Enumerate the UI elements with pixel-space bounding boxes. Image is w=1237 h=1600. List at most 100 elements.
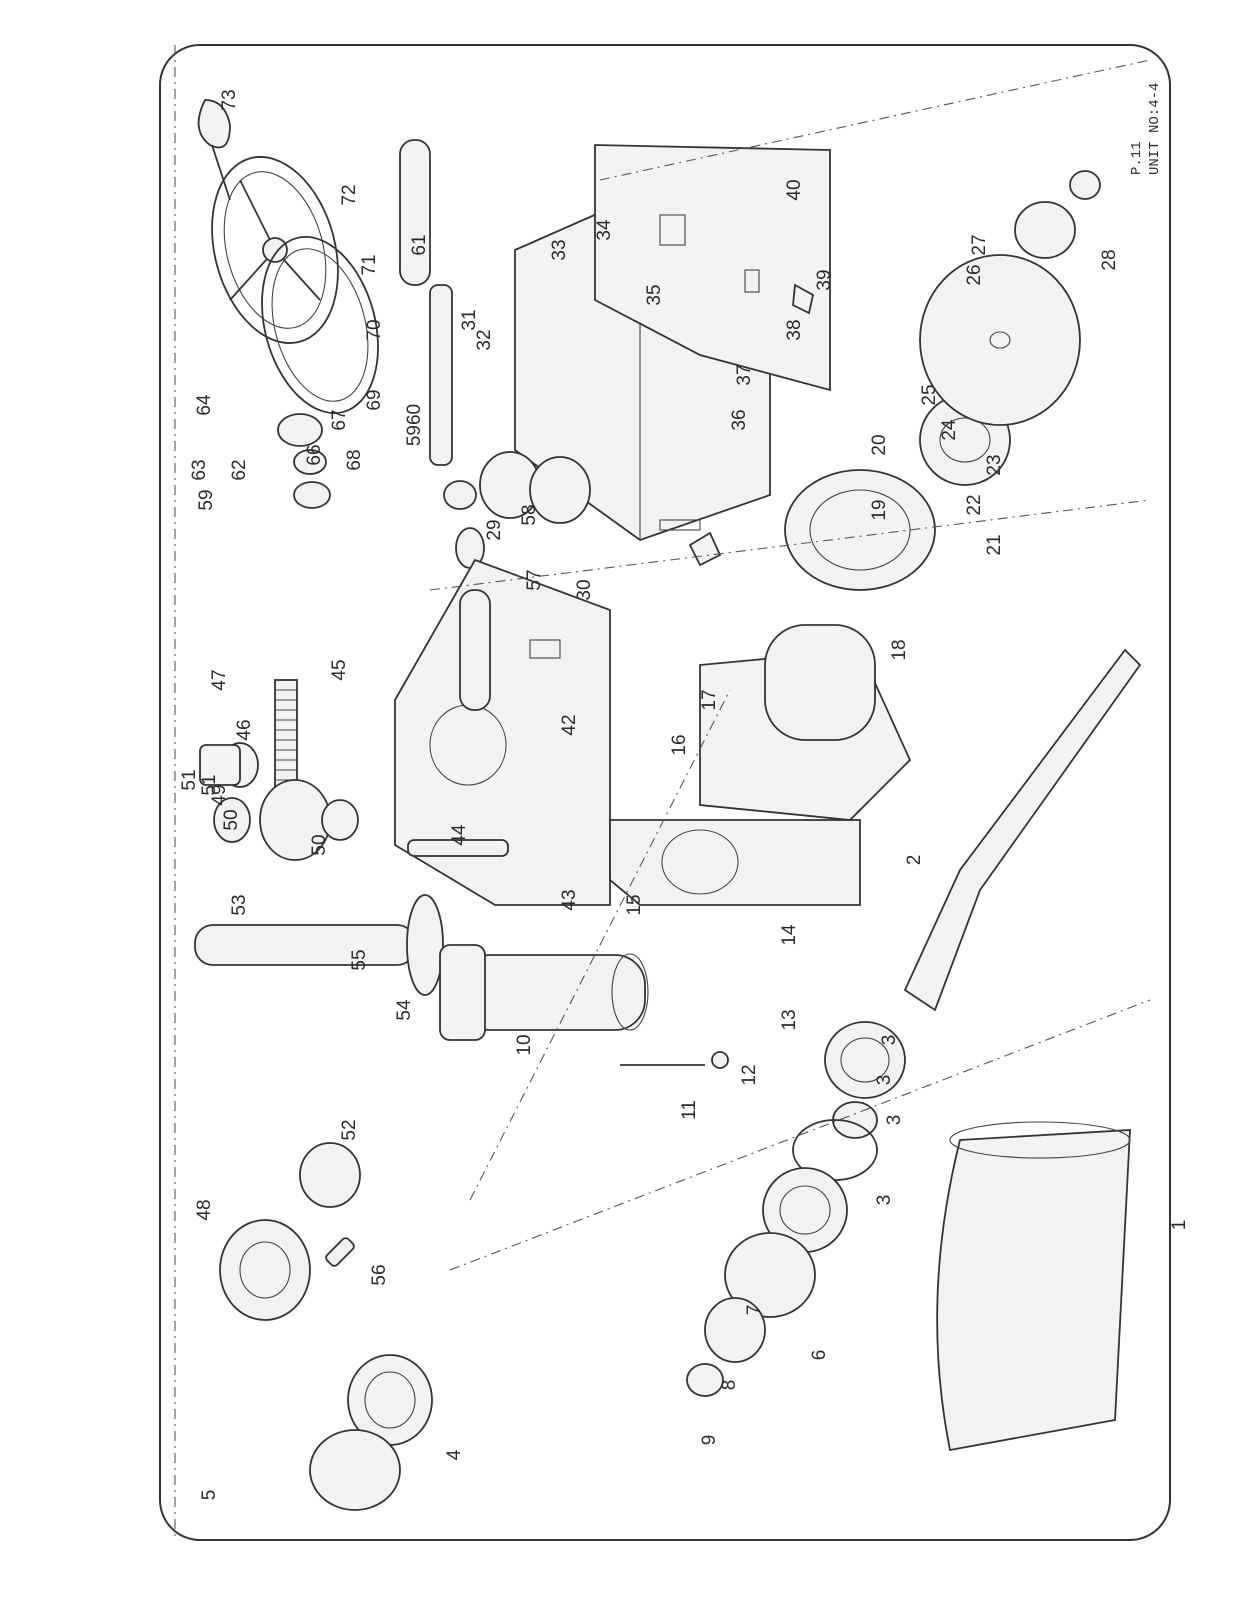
cover-40 (594, 144, 831, 392)
callout-42: 42 (559, 714, 580, 735)
callout-71: 71 (359, 254, 380, 275)
handwheel-rim-inner (223, 171, 327, 329)
callout-40: 40 (784, 179, 805, 200)
callout-11: 11 (679, 1100, 700, 1120)
housing-20-bore (809, 489, 911, 571)
lower-left-parts (219, 1142, 433, 1511)
main-casting (199, 558, 611, 906)
sheet-header: P.11 UNIT NO:4-4 (1129, 83, 1163, 175)
callout-69: 69 (364, 389, 385, 410)
guide-line (469, 689, 731, 1201)
bearing-4-race (364, 1371, 416, 1429)
callout-47: 47 (209, 669, 230, 690)
housing-48-bore (239, 1241, 291, 1299)
cap-7 (724, 1232, 816, 1318)
callout-72: 72 (339, 184, 360, 205)
shaft-60 (429, 284, 453, 466)
pulley-26-bore (989, 331, 1011, 349)
callout-16: 16 (669, 734, 690, 755)
gear-58 (443, 480, 477, 510)
callout-50b: 50 (309, 834, 330, 855)
callout-19: 19 (869, 499, 890, 520)
callout-5: 5 (199, 1490, 220, 1501)
callout-37: 37 (734, 364, 755, 385)
feed-shaft-assembly (399, 139, 485, 569)
bracket (609, 819, 861, 906)
guard (936, 1121, 1131, 1452)
callout-9: 9 (699, 1435, 720, 1446)
bushing-59 (293, 481, 331, 509)
dial-ring-inner (271, 248, 369, 402)
nut-8 (704, 1297, 766, 1363)
head-assembly (699, 170, 1101, 821)
column (194, 894, 444, 996)
callout-13: 13 (779, 1009, 800, 1030)
bracket-hole (661, 829, 739, 895)
quill-end (439, 944, 486, 1041)
spindle-assembly (686, 648, 1142, 1397)
callout-62: 62 (229, 459, 250, 480)
nut-28 (1069, 170, 1101, 200)
callout-73: 73 (219, 89, 240, 110)
callout-63: 63 (189, 459, 210, 480)
callout-67: 67 (329, 409, 350, 430)
casting-slot (529, 639, 561, 659)
washer-66 (293, 449, 327, 475)
callout-25: 25 (919, 384, 940, 405)
callout-7: 7 (744, 1305, 765, 1316)
callout-49: 49 (209, 784, 230, 805)
callout-50a: 50 (221, 809, 242, 830)
clip-50 (321, 799, 359, 841)
handwheel-assembly (197, 99, 379, 509)
callout-20: 20 (869, 434, 890, 455)
callout-10: 10 (514, 1034, 535, 1055)
bushing-52 (299, 1142, 361, 1208)
callout-56: 56 (369, 1264, 390, 1285)
callout-36: 36 (729, 409, 750, 430)
callout-51a: 51 (179, 769, 200, 790)
callout-17: 17 (699, 689, 720, 710)
callout-24: 24 (939, 419, 960, 441)
column-55 (194, 924, 416, 966)
callout-12: 12 (739, 1064, 760, 1085)
callout-48: 48 (194, 1199, 215, 1220)
callout-2: 2 (904, 855, 925, 866)
callout-70: 70 (364, 319, 385, 340)
callout-3d: 3 (874, 1195, 895, 1206)
callout-1: 1 (1169, 1220, 1190, 1231)
quill-assembly (439, 944, 729, 1069)
callout-14: 14 (779, 924, 800, 946)
bolt-44 (407, 839, 509, 857)
callout-35: 35 (644, 284, 665, 305)
callout-18: 18 (889, 639, 910, 660)
latch-39 (792, 283, 815, 315)
handle-73 (197, 99, 231, 149)
dial-ring-71 (261, 236, 379, 414)
guide-line (449, 999, 1151, 1271)
bracket-15 (609, 819, 861, 906)
centerlines (174, 45, 1151, 1540)
guard-1 (936, 1129, 1131, 1452)
spindle-sleeve (764, 624, 876, 741)
callout-52: 52 (339, 1119, 360, 1140)
guard-rim (949, 1121, 1131, 1159)
knob-30 (688, 531, 722, 567)
sheet-border (159, 44, 1171, 1541)
callout-31: 31 (459, 309, 480, 330)
spindle-2 (903, 648, 1142, 1012)
callout-5960: 5960 (404, 404, 425, 446)
callout-34: 34 (594, 219, 615, 241)
callout-51b: 51 (199, 774, 220, 795)
callout-57: 57 (524, 569, 545, 590)
handle-shaft (211, 144, 231, 201)
unit-number: UNIT NO:4-4 (1147, 83, 1163, 175)
callout-15: 15 (624, 894, 645, 915)
callout-59: 59 (196, 489, 217, 510)
callout-28: 28 (1099, 249, 1120, 270)
screw-56 (325, 1237, 355, 1267)
pulley-26 (919, 254, 1081, 426)
callout-68: 68 (344, 449, 365, 470)
callout-30: 30 (574, 579, 595, 600)
nut-12 (711, 1051, 729, 1069)
